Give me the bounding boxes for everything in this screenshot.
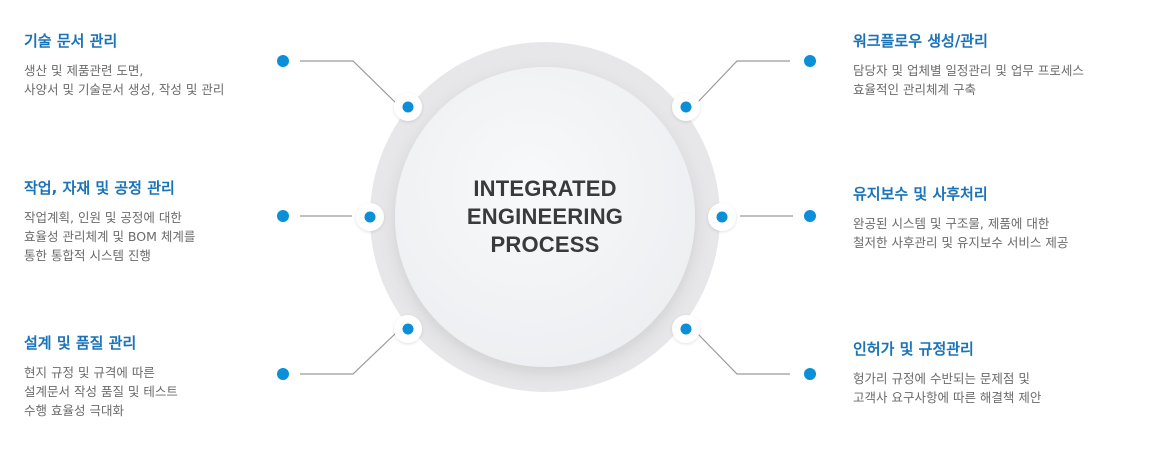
node-maint-dot <box>716 211 728 223</box>
desc-line: 효율적인 관리체계 구축 <box>853 82 976 97</box>
block-description: 작업계획, 인원 및 공정에 대한 효율성 관리체계 및 BOM 체계를 통한 … <box>24 208 324 265</box>
connector-flow <box>696 60 790 104</box>
block-design-quality: 설계 및 품질 관리 현지 규정 및 규격에 따른 설계문서 작성 품질 및 테… <box>24 333 324 420</box>
desc-line: 헝가리 규정에 수반되는 문제점 및 <box>853 371 1030 386</box>
desc-line: 생산 및 제품관련 도면, <box>24 63 144 78</box>
block-title: 유지보수 및 사후처리 <box>853 185 988 203</box>
dot-maint-outer <box>804 210 816 222</box>
node-flow-dot <box>680 101 692 113</box>
block-title: 인허가 및 규정관리 <box>853 340 974 358</box>
node-doc-dot <box>402 101 414 113</box>
block-title: 작업, 자재 및 공정 관리 <box>24 179 175 197</box>
block-maintenance: 유지보수 및 사후처리 완공된 시스템 및 구조물, 제품에 대한 철저한 사후… <box>853 184 1150 252</box>
center-title: INTEGRATED ENGINEERING PROCESS <box>445 175 645 259</box>
dot-permit-outer <box>804 368 816 380</box>
block-permits-regulations: 인허가 및 규정관리 헝가리 규정에 수반되는 문제점 및 고객사 요구사항에 … <box>853 339 1150 407</box>
block-description: 생산 및 제품관련 도면, 사양서 및 기술문서 생성, 작성 및 관리 <box>24 61 324 99</box>
block-title: 워크플로우 생성/관리 <box>853 32 988 50</box>
desc-line: 통한 통합적 시스템 진행 <box>24 248 151 263</box>
block-workflow: 워크플로우 생성/관리 담당자 및 업체별 일정관리 및 업무 프로세스 효율적… <box>853 31 1150 99</box>
desc-line: 고객사 요구사항에 따른 해결책 제안 <box>853 390 1042 405</box>
block-technical-docs: 기술 문서 관리 생산 및 제품관련 도면, 사양서 및 기술문서 생성, 작성… <box>24 31 324 99</box>
desc-line: 설계문서 작성 품질 및 테스트 <box>24 384 178 399</box>
block-description: 헝가리 규정에 수반되는 문제점 및 고객사 요구사항에 따른 해결책 제안 <box>853 369 1150 407</box>
center-disc <box>395 67 695 367</box>
dot-work-outer <box>277 210 289 222</box>
block-description: 완공된 시스템 및 구조물, 제품에 대한 철저한 사후관리 및 유지보수 서비… <box>853 214 1150 252</box>
connector-doc <box>300 60 397 104</box>
node-work-dot <box>364 211 376 223</box>
desc-line: 작업계획, 인원 및 공정에 대한 <box>24 210 182 225</box>
block-title: 설계 및 품질 관리 <box>24 334 137 352</box>
block-description: 현지 규정 및 규격에 따른 설계문서 작성 품질 및 테스트 수행 효율성 극… <box>24 363 324 420</box>
connector-design <box>300 332 397 375</box>
desc-line: 완공된 시스템 및 구조물, 제품에 대한 <box>853 216 1050 231</box>
center-title-line-2: ENGINEERING <box>466 204 624 229</box>
desc-line: 현지 규정 및 규격에 따른 <box>24 365 155 380</box>
connector-permit <box>696 332 790 375</box>
desc-line: 수행 효율성 극대화 <box>24 403 124 418</box>
block-work-materials-process: 작업, 자재 및 공정 관리 작업계획, 인원 및 공정에 대한 효율성 관리체… <box>24 178 324 265</box>
desc-line: 담당자 및 업체별 일정관리 및 업무 프로세스 <box>853 63 1084 78</box>
block-title: 기술 문서 관리 <box>24 32 118 50</box>
center-title-line-1: INTEGRATED <box>473 176 617 201</box>
node-permit-dot <box>680 323 692 335</box>
dot-doc-outer <box>277 55 289 67</box>
center-title-line-3: PROCESS <box>490 232 600 257</box>
desc-line: 사양서 및 기술문서 생성, 작성 및 관리 <box>24 82 225 97</box>
block-description: 담당자 및 업체별 일정관리 및 업무 프로세스 효율적인 관리체계 구축 <box>853 61 1150 99</box>
dot-design-outer <box>277 368 289 380</box>
dot-flow-outer <box>804 55 816 67</box>
desc-line: 철저한 사후관리 및 유지보수 서비스 제공 <box>853 235 1069 250</box>
desc-line: 효율성 관리체계 및 BOM 체계를 <box>24 229 196 244</box>
node-design-dot <box>402 323 414 335</box>
